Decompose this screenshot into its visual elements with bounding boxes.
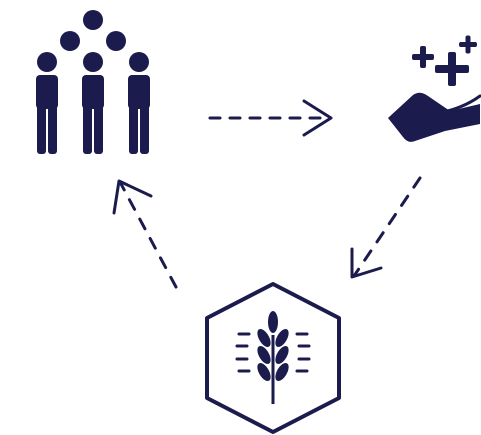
arrow-care-to-agriculture (350, 176, 422, 279)
wheat-hexagon-icon (205, 282, 341, 434)
hand-with-plus-signs-icon (388, 35, 481, 142)
arrow-care-to-agriculture-head (350, 247, 383, 279)
arrow-agriculture-to-community-shaft (118, 180, 178, 289)
arrow-community-to-care (208, 99, 333, 137)
arrow-agriculture-to-community-head (112, 179, 153, 215)
arrow-care-to-agriculture-shaft (352, 176, 422, 278)
arrow-community-to-care-head (302, 99, 333, 137)
people-group-icon (36, 10, 150, 154)
arrow-agriculture-to-community (112, 179, 178, 289)
